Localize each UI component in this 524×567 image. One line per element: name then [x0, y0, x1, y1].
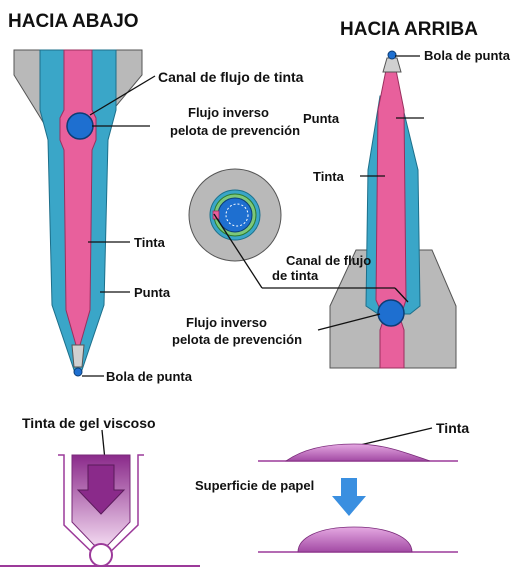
- label-channel-center-line2: de tinta: [272, 268, 319, 283]
- ink-spread-illustration: [258, 443, 458, 553]
- pen-up-illustration: [329, 50, 457, 369]
- label-tip-ball-up: Bola de punta: [424, 48, 511, 63]
- label-ink-right: Tinta: [313, 169, 345, 184]
- label-tip-ball-down: Bola de punta: [106, 369, 193, 384]
- label-ink-left: Tinta: [134, 235, 166, 250]
- gel-tip-ball-icon: [89, 543, 113, 567]
- label-tip-right: Punta: [303, 111, 340, 126]
- pen-down-illustration: [13, 49, 143, 377]
- label-paper-surface: Superficie de papel: [195, 478, 314, 493]
- label-ink-channel-top: Canal de flujo de tinta: [158, 69, 304, 85]
- down-arrow-icon: [332, 478, 366, 516]
- tip-ball-icon: [73, 367, 83, 377]
- label-tip-left: Punta: [134, 285, 171, 300]
- label-backflow-line2: pelota de prevención: [170, 123, 300, 138]
- cross-section-illustration: [188, 168, 282, 262]
- label-backflow-lower-line1: Flujo inverso: [186, 315, 267, 330]
- label-channel-center-line1: Canal de flujo: [286, 253, 371, 268]
- title-down: HACIA ABAJO: [8, 11, 139, 32]
- label-ink-drop: Tinta: [436, 420, 469, 436]
- title-up: HACIA ARRIBA: [340, 19, 478, 40]
- tip-ball-icon-up: [387, 50, 397, 60]
- label-backflow-lower-line2: pelota de prevención: [172, 332, 302, 347]
- gel-tip-illustration: [0, 454, 200, 567]
- label-gel-ink: Tinta de gel viscoso: [22, 415, 156, 431]
- backflow-ball-icon: [66, 112, 94, 140]
- leader-lines: [82, 55, 433, 471]
- backflow-ball-icon-up: [377, 299, 405, 327]
- flow-down-arrow-icon: [76, 464, 126, 515]
- label-backflow-line1: Flujo inverso: [188, 105, 269, 120]
